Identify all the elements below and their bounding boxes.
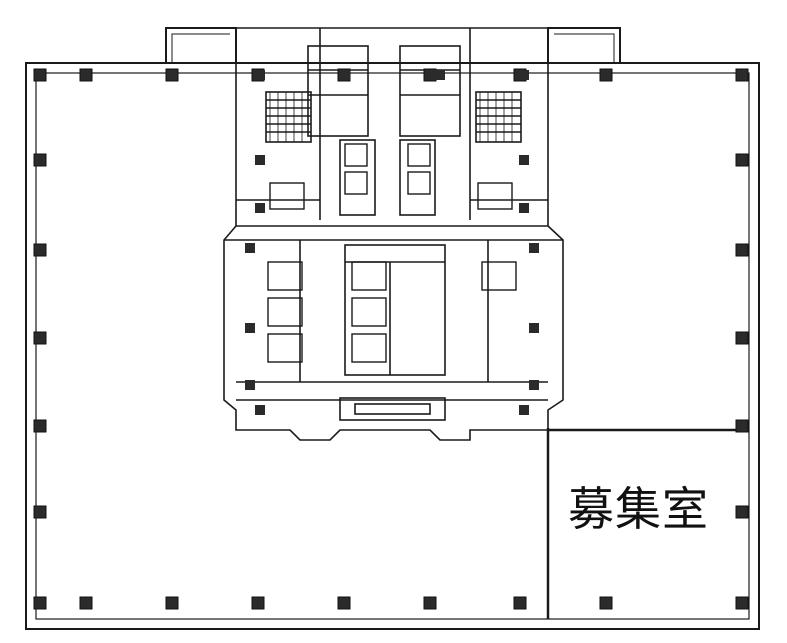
column <box>79 68 93 82</box>
column <box>337 596 351 610</box>
column <box>735 153 749 167</box>
column <box>735 331 749 345</box>
column <box>735 505 749 519</box>
core-column <box>435 70 445 80</box>
vacancy-room-label: 募集室 <box>568 482 709 536</box>
column <box>735 596 749 610</box>
core-column <box>519 70 529 80</box>
core-column <box>245 323 255 333</box>
column <box>423 596 437 610</box>
column <box>735 243 749 257</box>
inner-wall-line <box>35 72 750 620</box>
core-column <box>519 405 529 415</box>
outer-wall <box>25 62 760 630</box>
column <box>251 596 265 610</box>
core-column <box>529 380 539 390</box>
column <box>165 596 179 610</box>
column <box>735 68 749 82</box>
balcony-right-inner <box>554 33 615 63</box>
core-columns <box>245 70 539 415</box>
core-column <box>255 405 265 415</box>
balcony-right <box>547 27 621 63</box>
core-column <box>245 380 255 390</box>
core-column <box>245 243 255 253</box>
core-column <box>255 203 265 213</box>
column <box>735 419 749 433</box>
core-column <box>255 155 265 165</box>
column <box>33 505 47 519</box>
balcony-left-inner <box>171 33 230 63</box>
column <box>513 596 527 610</box>
core-column <box>519 155 529 165</box>
elevators <box>267 143 517 363</box>
column <box>599 68 613 82</box>
core-column <box>519 203 529 213</box>
core-column <box>529 243 539 253</box>
column <box>79 596 93 610</box>
column <box>33 419 47 433</box>
building-core <box>223 27 564 441</box>
core-column <box>529 323 539 333</box>
column <box>423 68 437 82</box>
column <box>33 153 47 167</box>
core-column <box>340 70 350 80</box>
column <box>165 68 179 82</box>
balcony-left <box>165 27 237 63</box>
column <box>599 596 613 610</box>
core-column <box>255 70 265 80</box>
column <box>33 596 47 610</box>
column <box>33 331 47 345</box>
column <box>33 243 47 257</box>
column <box>33 68 47 82</box>
